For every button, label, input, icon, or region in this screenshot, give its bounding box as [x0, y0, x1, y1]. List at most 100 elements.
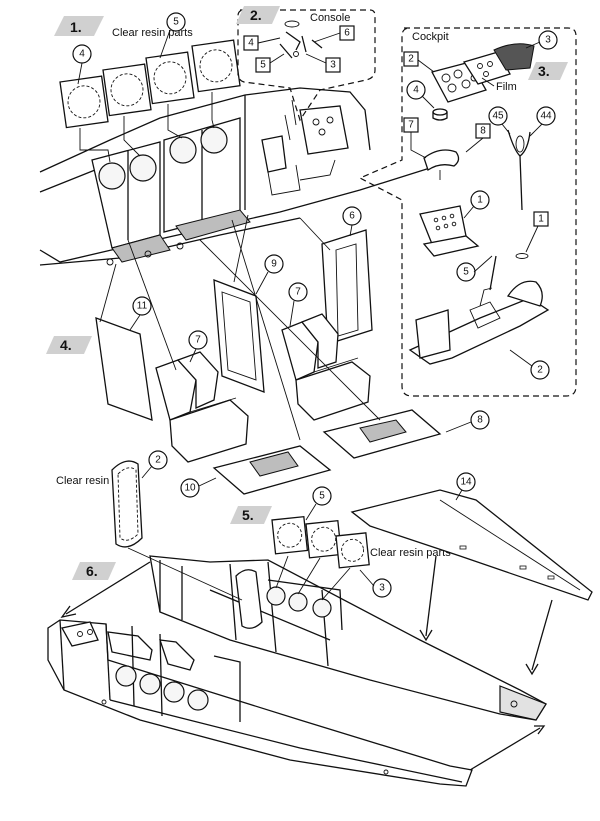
- seat-pair-left-part-7: [155, 351, 249, 463]
- arrow-step6-right: [469, 727, 541, 771]
- callout-step4-7b: 7: [288, 282, 308, 302]
- svg-text:5: 5: [173, 17, 179, 28]
- step-6-number: 6.: [86, 563, 98, 579]
- callout-cockpit-8: 8: [475, 123, 491, 139]
- svg-text:4: 4: [248, 38, 254, 49]
- callout-cockpit-7: 7: [403, 117, 419, 133]
- svg-text:7: 7: [408, 120, 414, 131]
- seat-pair-right-part-7: [281, 313, 371, 421]
- step-2-number: 2.: [250, 7, 262, 23]
- arrow-14-right: [531, 599, 553, 671]
- callout-console-4: 4: [243, 35, 259, 51]
- callout-step5-3: 3: [372, 578, 392, 598]
- svg-text:9: 9: [271, 259, 277, 270]
- svg-text:3: 3: [330, 60, 336, 71]
- left-fuselage-half: [47, 619, 473, 787]
- arrow-step6-left: [65, 561, 151, 615]
- callout-cockpit-1b: 1: [533, 211, 549, 227]
- cockpit-tub: [408, 280, 550, 365]
- callout-cockpit-5: 5: [456, 262, 476, 282]
- callout-step4-9: 9: [264, 254, 284, 274]
- callout-console-5: 5: [255, 57, 271, 73]
- svg-text:45: 45: [492, 111, 504, 122]
- rod-part-5: [489, 255, 497, 291]
- film-label: Film: [496, 81, 517, 93]
- callout-cockpit-4: 4: [406, 80, 426, 100]
- callout-step4-6: 6: [342, 206, 362, 226]
- rear-fuselage-half: [149, 555, 547, 721]
- ring-part-1: [515, 253, 529, 259]
- svg-text:5: 5: [319, 491, 325, 502]
- fuselage-interior-frame: [39, 87, 431, 266]
- svg-text:14: 14: [460, 477, 472, 488]
- floor-plate-part-10: [212, 445, 332, 495]
- console-parts: [279, 20, 323, 59]
- callout-cockpit-2: 2: [403, 51, 419, 67]
- svg-text:11: 11: [137, 301, 148, 312]
- step-1-badge: 1.: [54, 16, 104, 36]
- step-3-number: 3.: [538, 63, 550, 79]
- callout-part-14: 14: [456, 472, 476, 492]
- callout-step4-10: 10: [180, 478, 200, 498]
- step-5-leaders: [127, 547, 351, 601]
- step-4-number: 4.: [60, 337, 72, 353]
- step-5-number: 5.: [242, 507, 254, 523]
- callout-step1-5: 5: [166, 12, 186, 32]
- step-1-leaders: [79, 92, 215, 163]
- step-3-badge: 3.: [528, 62, 568, 80]
- callout-step5-5: 5: [312, 486, 332, 506]
- callout-cockpit-45: 45: [488, 106, 508, 126]
- svg-text:2: 2: [537, 365, 543, 376]
- part-4-cylinder: [432, 108, 448, 121]
- svg-text:3: 3: [545, 35, 551, 46]
- floor-plate-part-8: [322, 409, 442, 459]
- svg-text:5: 5: [260, 60, 266, 71]
- svg-text:2: 2: [155, 455, 161, 466]
- panel-part-6: [321, 229, 373, 345]
- callout-step4-7a: 7: [188, 330, 208, 350]
- floor-part-14: [350, 489, 593, 601]
- control-column-part-45-44: [507, 129, 531, 211]
- svg-text:1: 1: [477, 195, 483, 206]
- svg-text:44: 44: [540, 111, 552, 122]
- callout-console-6: 6: [339, 25, 355, 41]
- callout-step1-4: 4: [72, 44, 92, 64]
- step-2-badge: 2.: [236, 6, 280, 24]
- svg-text:4: 4: [413, 85, 419, 96]
- step-1-number: 1.: [70, 19, 82, 35]
- svg-text:6: 6: [344, 28, 350, 39]
- step-5-badge: 5.: [230, 506, 272, 524]
- door-window-part-2: [111, 460, 143, 548]
- bulkhead-part-11: [95, 317, 153, 421]
- callout-cockpit-2b: 2: [530, 360, 550, 380]
- step-4-badge: 4.: [46, 336, 92, 354]
- callout-cockpit-44: 44: [536, 106, 556, 126]
- svg-text:4: 4: [79, 49, 85, 60]
- callout-step4-8: 8: [470, 410, 490, 430]
- clear-resin-window-panes-step5: [271, 515, 370, 569]
- svg-text:3: 3: [379, 583, 385, 594]
- cockpit-label: Cockpit: [412, 31, 449, 43]
- clear-resin-window-panes: [59, 39, 241, 129]
- console-label: Console: [310, 12, 350, 24]
- svg-text:1: 1: [538, 214, 544, 225]
- svg-text:7: 7: [195, 335, 201, 346]
- arrow-14-down: [425, 555, 437, 637]
- step-6-badge: 6.: [72, 562, 116, 580]
- seat-back-part-7: [423, 149, 460, 180]
- instrument-panel: [431, 51, 511, 103]
- svg-text:8: 8: [480, 126, 486, 137]
- svg-text:6: 6: [349, 211, 355, 222]
- film-instrument-decal: [493, 43, 535, 71]
- svg-text:8: 8: [477, 415, 483, 426]
- callout-console-3: 3: [325, 57, 341, 73]
- callout-step4-11: 11: [132, 296, 152, 316]
- door-frame-part-9: [213, 279, 265, 393]
- cockpit-seat: [419, 205, 480, 257]
- callout-step5-2: 2: [148, 450, 168, 470]
- console-detail-box: [237, 9, 376, 122]
- clear-resin-parts-lower-label: Clear resin parts: [370, 547, 451, 559]
- svg-text:7: 7: [295, 287, 301, 298]
